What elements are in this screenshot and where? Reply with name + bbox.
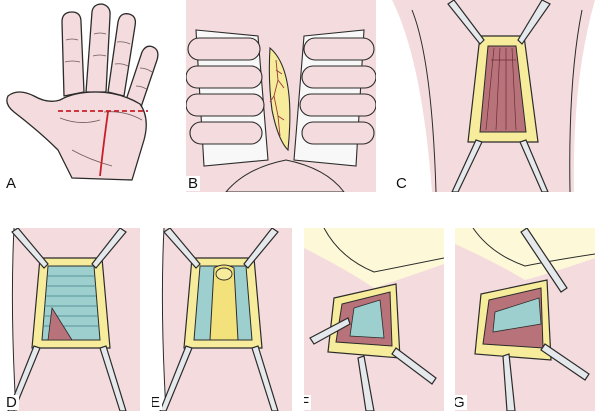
muscle-exposure-illustration (392, 0, 595, 192)
fat-pad (268, 46, 291, 152)
panel-label-e: E (152, 395, 163, 410)
exposed-muscle (479, 45, 527, 133)
tendon-sheath-illustration (0, 228, 140, 411)
oblique-dissection-illustration-g (455, 228, 595, 411)
fascia-exposure-illustration (186, 0, 376, 192)
tendon-exposed-illustration (152, 228, 292, 411)
panel-b: B (186, 0, 376, 192)
panel-c: C (392, 0, 595, 192)
panel-label-d: D (4, 394, 19, 411)
longitudinal-incision-line (99, 111, 109, 177)
panel-label-b: B (186, 175, 201, 192)
panel-label-a: A (6, 175, 17, 192)
panel-d: D (0, 228, 140, 411)
panel-label-g: G (455, 395, 467, 410)
oblique-dissection-illustration-f (304, 228, 444, 411)
exposed-tendon (209, 264, 239, 341)
panel-g: G (455, 228, 595, 411)
panel-e: E (152, 228, 292, 411)
panel-f: F (304, 228, 444, 411)
panel-label-c: C (396, 175, 407, 192)
panel-a: A (0, 0, 178, 192)
palm-illustration (0, 0, 178, 192)
panel-label-f: F (304, 395, 312, 410)
